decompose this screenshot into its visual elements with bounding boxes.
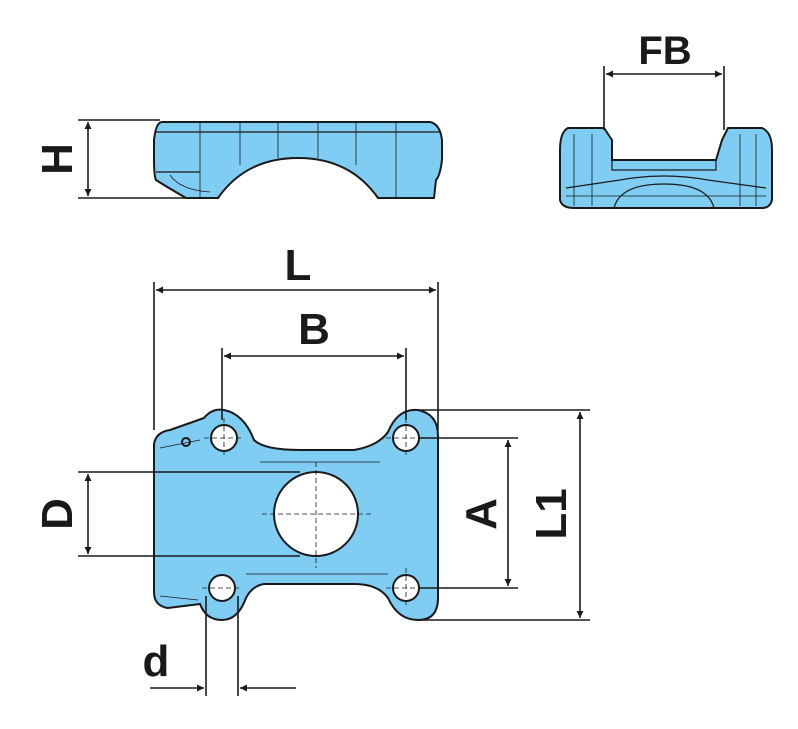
dimension-label-l1: L1 [527,488,576,539]
dimension-h: H [33,119,190,199]
dimension-d-bore: D [33,471,300,557]
dimension-label-a: A [457,498,506,530]
dimension-d-hole: d [143,596,296,696]
dimension-label-l: L [285,241,312,290]
side-view [153,121,443,199]
dimension-label-h: H [33,143,82,175]
dimension-a: A [418,437,518,589]
dimension-l1: L1 [418,409,590,621]
dimension-label-d-hole: d [143,637,170,686]
dimension-b: B [221,305,407,420]
dimension-fb: FB [603,29,725,130]
marker-dot [181,437,191,447]
dimension-label-fb: FB [638,29,691,73]
dimension-label-d-bore: D [33,498,82,530]
dimension-label-b: B [298,305,330,354]
end-view [559,127,773,209]
dimension-l: L [153,241,439,430]
top-view [153,408,439,622]
